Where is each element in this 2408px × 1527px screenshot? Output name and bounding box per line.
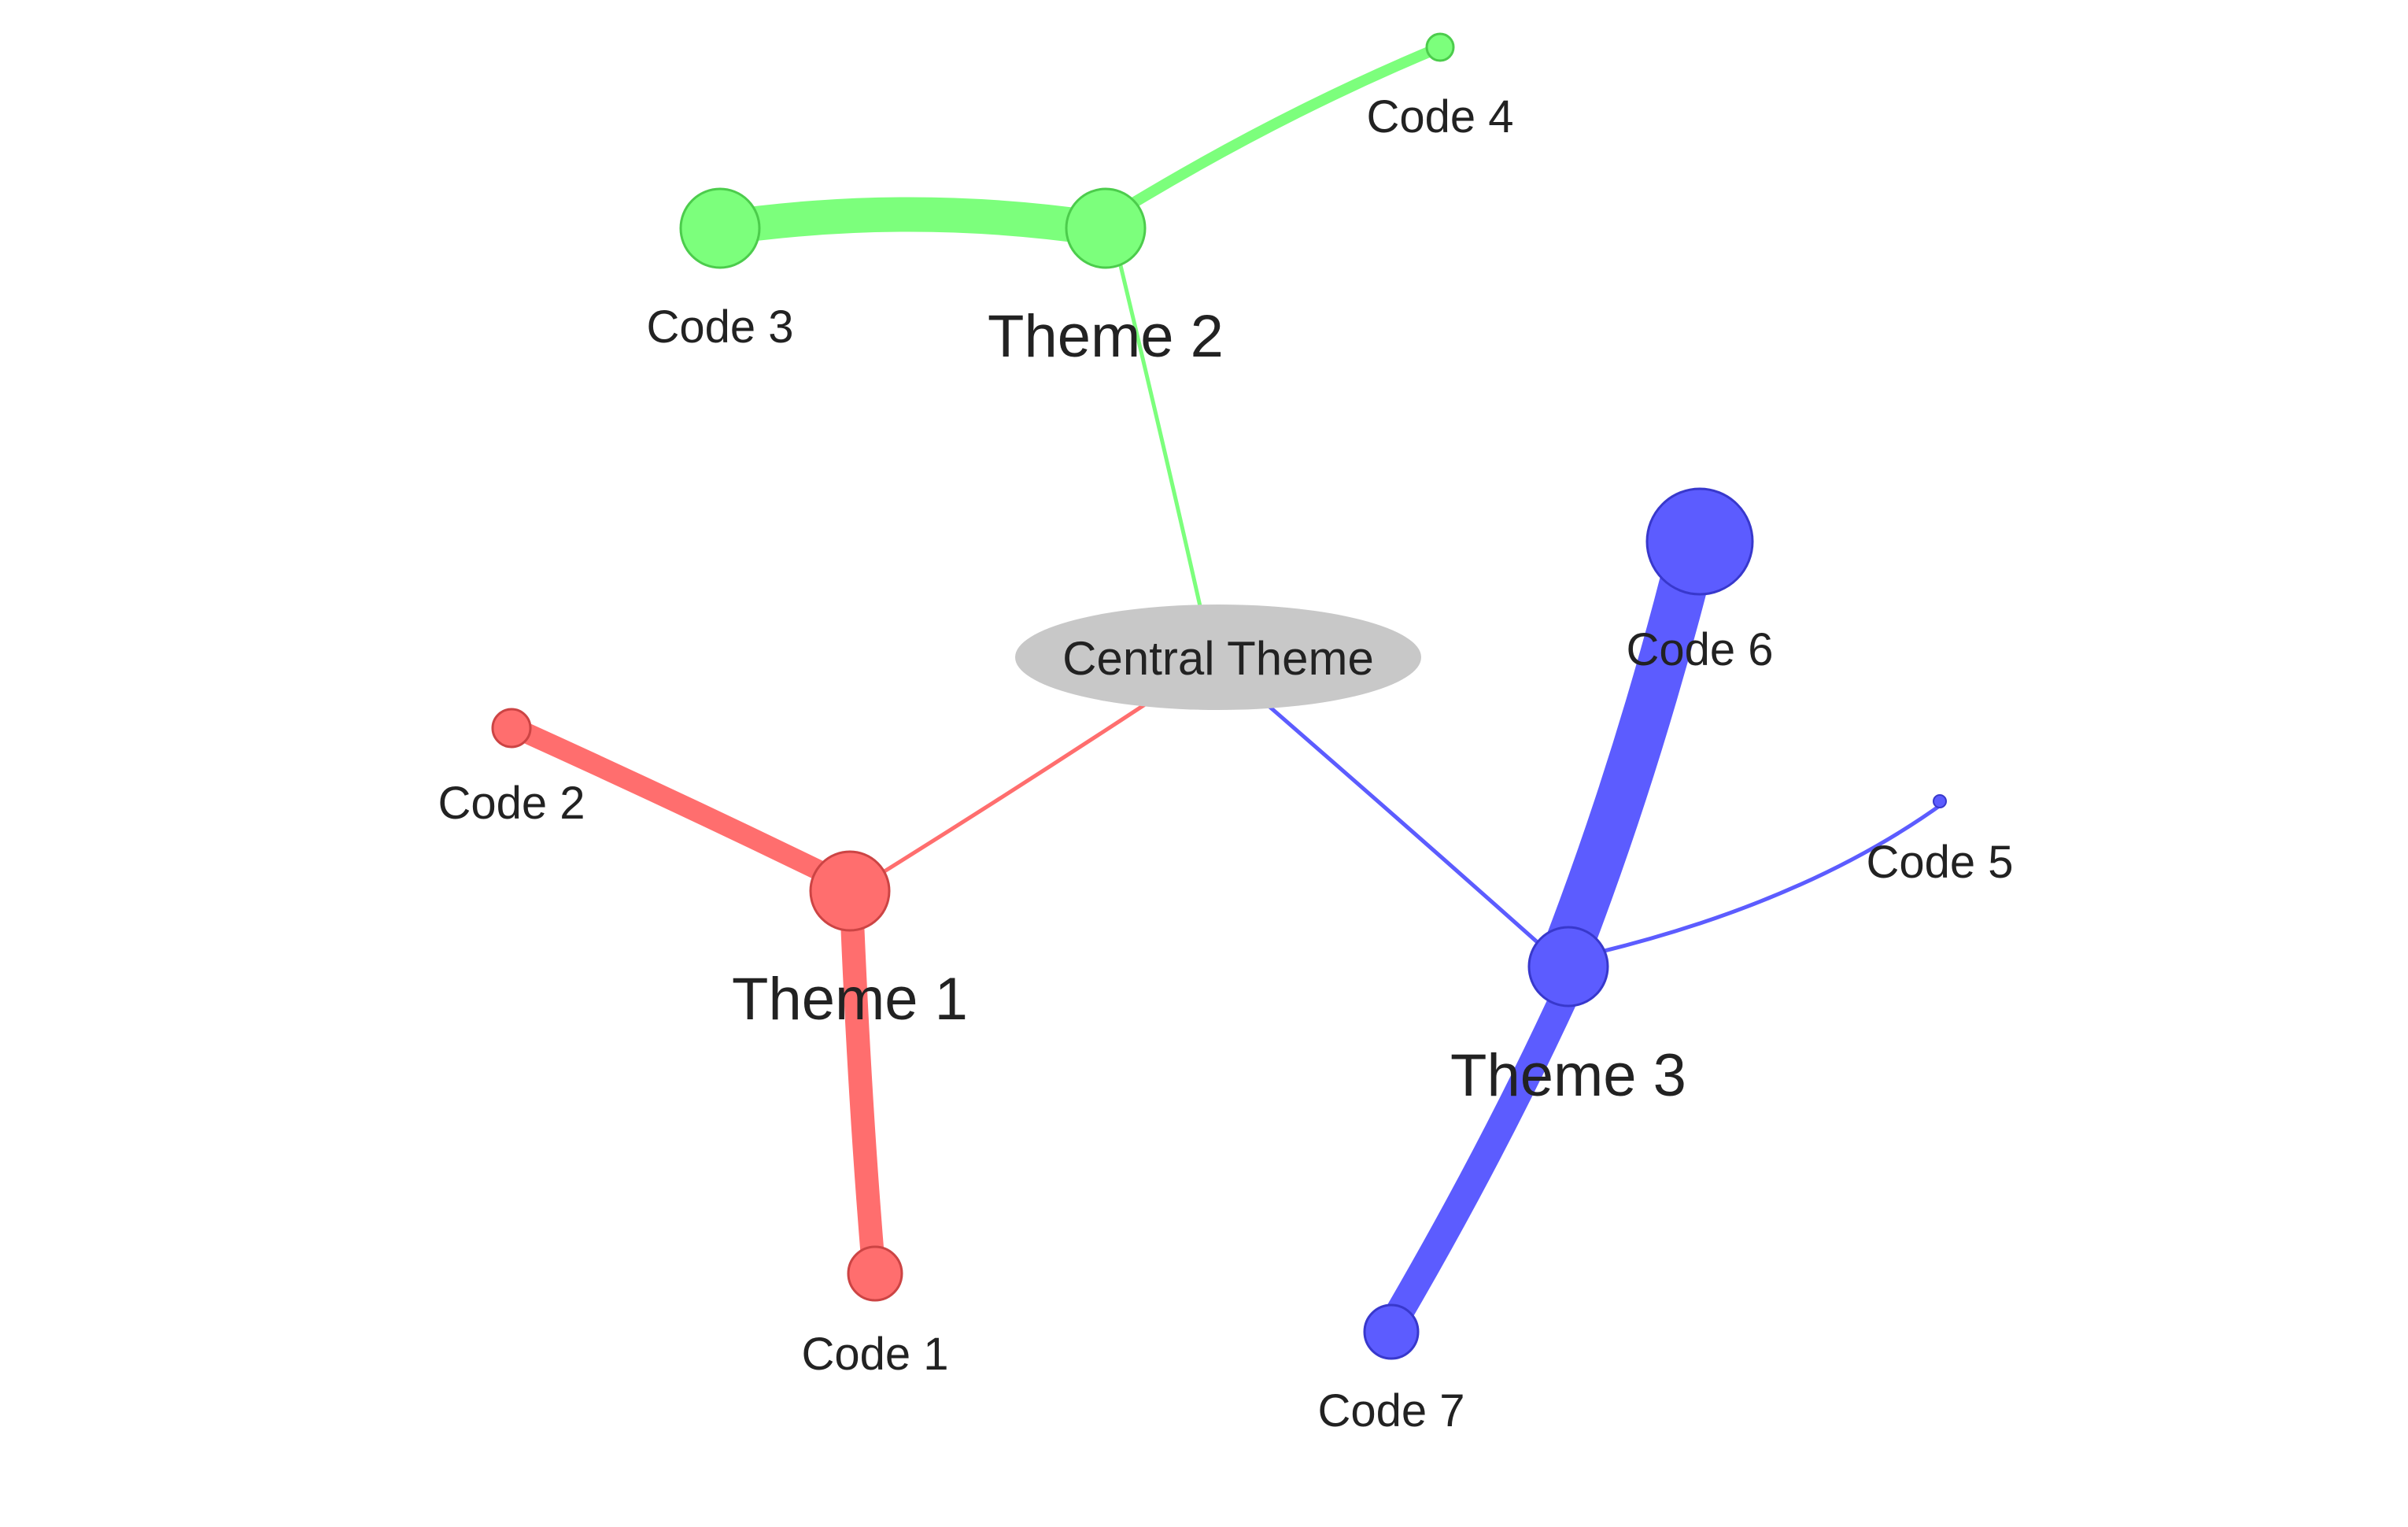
node-code4[interactable] xyxy=(1425,32,1455,62)
node-theme2[interactable] xyxy=(1065,187,1147,269)
node-code1[interactable] xyxy=(847,1245,903,1302)
label-theme2: Theme 2 xyxy=(988,303,1224,370)
node-code6[interactable] xyxy=(1645,487,1754,596)
node-theme3[interactable] xyxy=(1527,926,1609,1008)
edge-central-theme2 xyxy=(1111,235,1202,607)
edge-central-theme1 xyxy=(860,702,1147,888)
node-code5[interactable] xyxy=(1933,794,1947,808)
edge-theme2-code3 xyxy=(703,197,1115,246)
label-central-theme: Central Theme xyxy=(1062,632,1374,685)
label-code7: Code 7 xyxy=(1317,1385,1464,1436)
edge-central-theme3 xyxy=(1265,703,1564,966)
nodes xyxy=(491,32,1947,1360)
node-code7[interactable] xyxy=(1363,1303,1420,1360)
labels: Central Theme Theme 1 Theme 2 Theme 3 Co… xyxy=(438,91,2013,1436)
label-code6: Code 6 xyxy=(1626,624,1773,675)
label-code5: Code 5 xyxy=(1866,837,2013,888)
node-code2[interactable] xyxy=(491,708,532,749)
label-theme1: Theme 1 xyxy=(732,966,968,1033)
label-code4: Code 4 xyxy=(1366,91,1513,142)
edge-theme2-code4 xyxy=(1112,42,1446,218)
label-code2: Code 2 xyxy=(438,778,585,829)
node-code3[interactable] xyxy=(679,187,761,269)
edge-theme1-code2 xyxy=(505,718,852,892)
edge-theme1-code1 xyxy=(840,889,885,1279)
label-code1: Code 1 xyxy=(801,1329,948,1380)
label-code3: Code 3 xyxy=(646,301,793,353)
label-theme3: Theme 3 xyxy=(1450,1042,1686,1109)
node-theme1[interactable] xyxy=(809,850,891,932)
edge-theme3-code5 xyxy=(1579,800,1946,959)
node-central-theme[interactable] xyxy=(1015,605,1421,710)
edge-theme3-code7 xyxy=(1375,962,1588,1344)
